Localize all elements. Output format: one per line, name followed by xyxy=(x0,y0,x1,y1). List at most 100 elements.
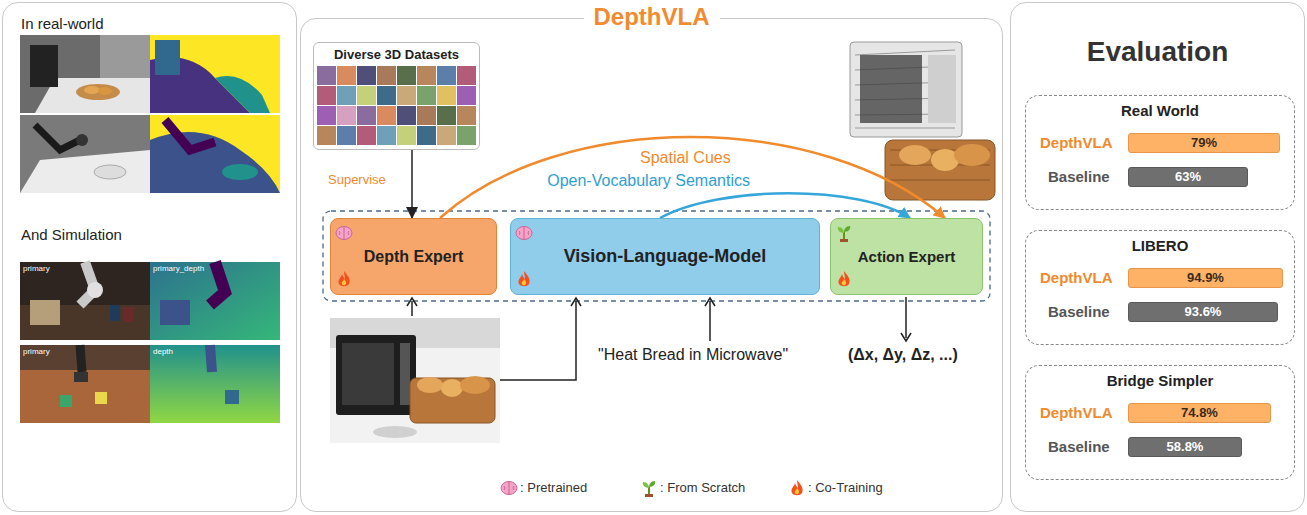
status-icon-part xyxy=(516,227,532,240)
benchmark-box: Bridge Simpler74.8%58.8% xyxy=(1025,365,1295,480)
node-label: DepthVLA xyxy=(584,3,720,32)
dataset-thumbnail xyxy=(437,126,456,145)
dataset-thumbnail xyxy=(457,106,476,125)
score-bar: 93.6% xyxy=(1128,302,1278,322)
score-bar: 94.9% xyxy=(1128,268,1283,288)
real-photo xyxy=(20,35,150,113)
input-image-part xyxy=(441,379,463,397)
sim-depth-part xyxy=(210,345,212,372)
legend-icon-part xyxy=(791,480,802,495)
node-label: 58.8% xyxy=(1167,439,1204,455)
real-depth xyxy=(150,115,280,193)
real-photo xyxy=(20,115,150,193)
real-photo-part xyxy=(100,35,150,80)
connector xyxy=(660,193,910,218)
input-image-part xyxy=(330,318,500,443)
sim-photo-part xyxy=(123,307,133,322)
benchmark-box: Real World79%63% xyxy=(1025,95,1295,210)
dataset-thumbnail xyxy=(397,126,416,145)
point-cloud-illustration-part xyxy=(860,55,922,123)
method-label: DepthVLA xyxy=(1040,403,1113,423)
dataset-thumbnail xyxy=(337,106,356,125)
node-label: And Simulation xyxy=(21,226,122,244)
point-cloud-illustration-part xyxy=(954,144,990,166)
legend-icon-part xyxy=(643,482,649,488)
node-label: Evaluation xyxy=(1087,35,1229,69)
edge-label: Spatial Cues xyxy=(640,148,731,167)
real-depth-part xyxy=(155,40,180,75)
node-label: 93.6% xyxy=(1185,304,1222,320)
status-icon xyxy=(335,270,353,288)
dataset-thumbnail xyxy=(377,66,396,85)
dataset-thumbnail xyxy=(337,126,356,145)
real-photo-part xyxy=(76,134,88,146)
score-bar: 74.8% xyxy=(1128,403,1271,423)
input-arrows-part xyxy=(500,301,576,380)
method-label: Baseline xyxy=(1048,437,1110,457)
status-icon-part xyxy=(840,239,848,242)
dataset-thumbnail xyxy=(377,126,396,145)
dataset-thumbnail xyxy=(357,66,376,85)
input-image-part xyxy=(400,343,410,405)
dataset-thumbnail xyxy=(457,86,476,105)
dataset-thumbnail xyxy=(417,106,436,125)
point-cloud-illustration-part xyxy=(928,55,956,123)
real-depth-part xyxy=(222,164,258,180)
input-arrows-part xyxy=(411,301,413,316)
instruction-text: "Heat Bread in Microwave" xyxy=(598,345,788,365)
dataset-thumbnail xyxy=(317,86,336,105)
dataset-mosaic xyxy=(317,66,476,145)
real-photo-part xyxy=(35,125,80,150)
node-label: In real-world xyxy=(21,15,104,33)
sim-photo-part xyxy=(80,345,82,372)
sim-photo-part xyxy=(60,395,72,407)
legend-icon xyxy=(791,480,802,495)
status-icon-part xyxy=(336,227,352,240)
real-photo-part xyxy=(30,45,58,87)
input-image-part xyxy=(417,377,443,393)
dataset-thumbnail xyxy=(337,66,356,85)
legend-icon-part xyxy=(501,482,517,495)
sim-photo-part xyxy=(87,282,103,298)
dataset-thumbnail xyxy=(357,126,376,145)
node-label: 94.9% xyxy=(1187,270,1224,286)
status-icon-part xyxy=(518,271,529,286)
real-depth-part xyxy=(165,120,215,150)
sim-photo-part xyxy=(20,345,150,423)
vlm-box: Vision-Language-Model xyxy=(510,218,820,295)
point-cloud-illustration xyxy=(850,42,995,200)
image-caption: depth xyxy=(153,347,173,357)
node-label: Depth Expert xyxy=(364,247,464,266)
status-icon xyxy=(835,224,853,242)
status-icon-part xyxy=(339,227,349,239)
sim-photo-part xyxy=(74,372,88,382)
edge-label: Supervise xyxy=(328,172,386,188)
method-label: Baseline xyxy=(1048,302,1110,322)
dataset-box: Diverse 3D Datasets xyxy=(313,42,480,150)
real-depth-part xyxy=(150,35,280,113)
status-icon-part xyxy=(522,279,526,285)
input-arrows-part xyxy=(901,333,911,341)
real-depth-part xyxy=(150,132,280,193)
input-arrows-part xyxy=(905,297,907,338)
node-label: Vision-Language-Model xyxy=(564,246,767,268)
node-label: Diverse 3D Datasets xyxy=(334,47,459,63)
edge-label: Open-Vocabulary Semantics xyxy=(547,171,750,190)
sim-depth-part xyxy=(210,262,225,305)
score-bar: 79% xyxy=(1128,133,1280,153)
sim-photo-part xyxy=(20,262,150,340)
input-image-part xyxy=(460,376,490,394)
image-caption: primary xyxy=(23,264,50,274)
dataset-thumbnail xyxy=(377,106,396,125)
status-icon-part xyxy=(338,271,349,286)
input-image-part xyxy=(342,343,394,405)
input-panel: In real-worldAnd Simulation xyxy=(2,2,297,512)
status-icon-part xyxy=(838,227,844,233)
dataset-thumbnail xyxy=(357,86,376,105)
dataset-thumbnail xyxy=(437,86,456,105)
dataset-thumbnail xyxy=(437,66,456,85)
legend-icon xyxy=(643,481,655,497)
legend-text: : Co-Training xyxy=(808,480,883,496)
status-icon xyxy=(515,270,533,288)
sim-photo xyxy=(20,262,150,340)
